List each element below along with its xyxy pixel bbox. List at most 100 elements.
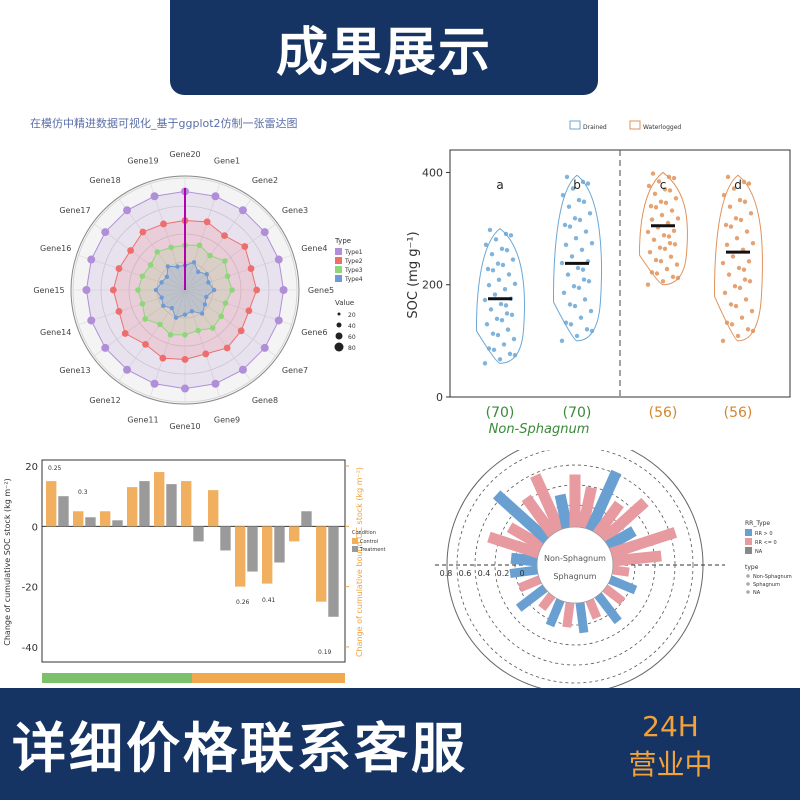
- violin-group-letter: c: [660, 178, 667, 192]
- circular-type-label: Sphagnum: [753, 582, 780, 588]
- open-status: 营业中: [628, 748, 713, 781]
- radar-spoke: [78, 289, 186, 325]
- violin-point: [563, 320, 569, 325]
- radar-point: [191, 260, 197, 265]
- circular-outer-bar: [510, 552, 538, 567]
- hours-label: 24H: [642, 710, 699, 743]
- radar-point: [167, 331, 174, 338]
- violin-point: [652, 191, 658, 196]
- violin-point: [645, 229, 651, 235]
- radar-spoke: [78, 255, 186, 291]
- violin-point: [658, 199, 664, 204]
- radar-spoke: [184, 289, 292, 325]
- violin-point: [509, 312, 515, 318]
- violin-point: [570, 186, 576, 191]
- violin-point: [743, 297, 749, 302]
- radar-point: [222, 258, 228, 264]
- radar-point: [274, 255, 283, 264]
- violin-point: [649, 270, 655, 275]
- violin-point: [484, 322, 490, 327]
- radar-point: [109, 286, 117, 294]
- bar-mark: [262, 526, 273, 584]
- radar-point: [115, 308, 123, 315]
- violin-point: [581, 199, 587, 204]
- radar-spoke: [184, 183, 220, 291]
- radar-point: [115, 265, 123, 272]
- violin-point: [494, 316, 500, 322]
- violin-point: [562, 222, 568, 228]
- radar-point: [189, 309, 195, 314]
- violin-point: [577, 217, 583, 223]
- violin-point: [512, 281, 518, 287]
- violin-point: [645, 282, 651, 287]
- violin-point: [724, 242, 730, 248]
- violin-point: [746, 181, 752, 186]
- circular-outer-bar: [530, 473, 565, 533]
- violin-point: [741, 267, 747, 272]
- radar-point: [203, 218, 211, 226]
- circular-inner-bar: [545, 598, 565, 628]
- violin-point: [490, 268, 496, 273]
- violin-y-axis-label: SOC (mg g⁻¹): [406, 231, 421, 318]
- violin-point: [749, 308, 755, 314]
- radar-axis-label: Gene11: [127, 415, 158, 424]
- violin-point: [646, 183, 652, 189]
- radar-axis-label: Gene10: [169, 422, 200, 430]
- violin-point: [488, 307, 494, 312]
- radar-point: [196, 242, 203, 249]
- violin-point: [581, 277, 587, 282]
- violin-point: [573, 235, 579, 241]
- violin-point: [647, 249, 653, 255]
- violin-point: [722, 290, 728, 296]
- bar-mark: [112, 520, 123, 527]
- radar-title: 在模仿中精进数据可视化_基于ggplot2仿制一张雷达图: [30, 116, 298, 130]
- radar-point: [123, 365, 132, 374]
- radar-point: [121, 330, 129, 337]
- radar-spoke: [184, 255, 292, 291]
- violin-point: [728, 302, 734, 307]
- radar-axis-label: Gene7: [282, 366, 308, 375]
- bar-mark: [301, 511, 312, 527]
- business-hours: 24H 营业中: [623, 708, 718, 784]
- violin-point: [504, 311, 510, 316]
- radar-point: [135, 287, 141, 293]
- bar-category-strip-orange: [192, 673, 345, 683]
- circular-outer-bar: [605, 526, 637, 551]
- radar-axis-label: Gene3: [282, 206, 308, 215]
- radar-axis-label: Gene12: [89, 396, 120, 405]
- radar-chart: 在模仿中精进数据可视化_基于ggplot2仿制一张雷达图Gene20Gene1G…: [20, 105, 390, 430]
- bar-annotation: 0.19: [318, 649, 332, 656]
- violin-point: [671, 175, 677, 181]
- circular-type-title: type: [745, 564, 759, 571]
- circular-center-label-top: Non-Sphagnum: [544, 554, 606, 563]
- radar-point: [150, 192, 159, 201]
- radar-axis-label: Gene1: [214, 157, 240, 166]
- violin-point: [565, 272, 571, 277]
- radar-point: [253, 286, 261, 294]
- bar-annotation: 0.25: [48, 465, 62, 472]
- radar-point: [127, 247, 135, 254]
- violin-point: [658, 258, 664, 264]
- violin-point: [574, 333, 580, 339]
- radar-point: [202, 302, 208, 307]
- violin-point: [563, 242, 569, 248]
- circular-legend-title: RR_Type: [745, 520, 770, 527]
- bar-mark: [73, 511, 84, 527]
- radar-axis-label: Gene2: [252, 176, 278, 185]
- bar-legend-title: Condition: [352, 530, 376, 536]
- radar-point: [274, 316, 283, 325]
- violin-group-letter: b: [573, 178, 581, 192]
- radar-size-dot: [336, 322, 342, 328]
- violin-point: [505, 327, 511, 332]
- contact-text: 详细价格联系客服: [12, 717, 468, 780]
- violin-point: [735, 333, 741, 339]
- violin-point: [507, 351, 513, 357]
- radar-point: [87, 255, 96, 264]
- bar-mark: [181, 481, 192, 527]
- circular-outer-bar: [487, 531, 541, 559]
- circular-legend-swatch: [745, 547, 752, 554]
- bar-mark: [247, 526, 258, 572]
- violin-point: [572, 303, 578, 309]
